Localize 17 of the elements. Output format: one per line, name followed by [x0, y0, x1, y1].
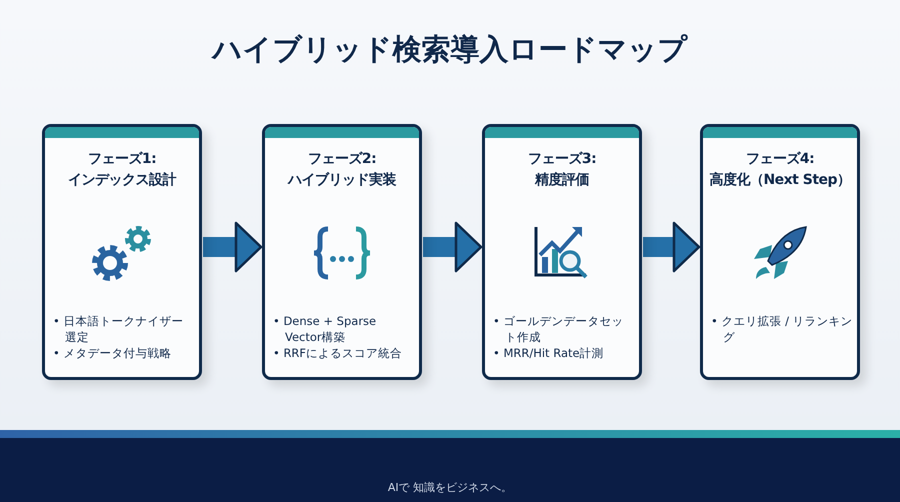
title: ハイブリッド検索導入ロードマップ — [210, 31, 689, 68]
bullet-item: • クエリ拡張 / リランキング — [711, 313, 853, 345]
bullet-item: • ゴールデンデータセット作成 — [493, 313, 624, 345]
bullet-item: • Dense + Sparse Vector構築 — [273, 313, 378, 345]
bullet-item: • 日本語トークナイザー選定 — [53, 313, 184, 345]
phase-heading: フェーズ2:ハイブリッド実装 — [286, 150, 398, 190]
bullet-item: • RRFによるスコア統合 — [273, 345, 404, 361]
phase-card — [482, 124, 642, 380]
tagline: AIで 知識をビジネスへ。 — [386, 480, 514, 495]
phase-heading: フェーズ3:精度評価 — [526, 150, 598, 190]
phase-heading: フェーズ1:インデックス設計 — [67, 150, 178, 190]
bullet-item: • MRR/Hit Rate計測 — [493, 345, 605, 361]
bullet-item: • メタデータ付与戦略 — [53, 345, 172, 361]
phase-card — [700, 124, 860, 380]
phase-card — [42, 124, 202, 380]
phase-heading: フェーズ4:高度化（Next Step） — [708, 150, 852, 190]
phase-card — [262, 124, 422, 380]
